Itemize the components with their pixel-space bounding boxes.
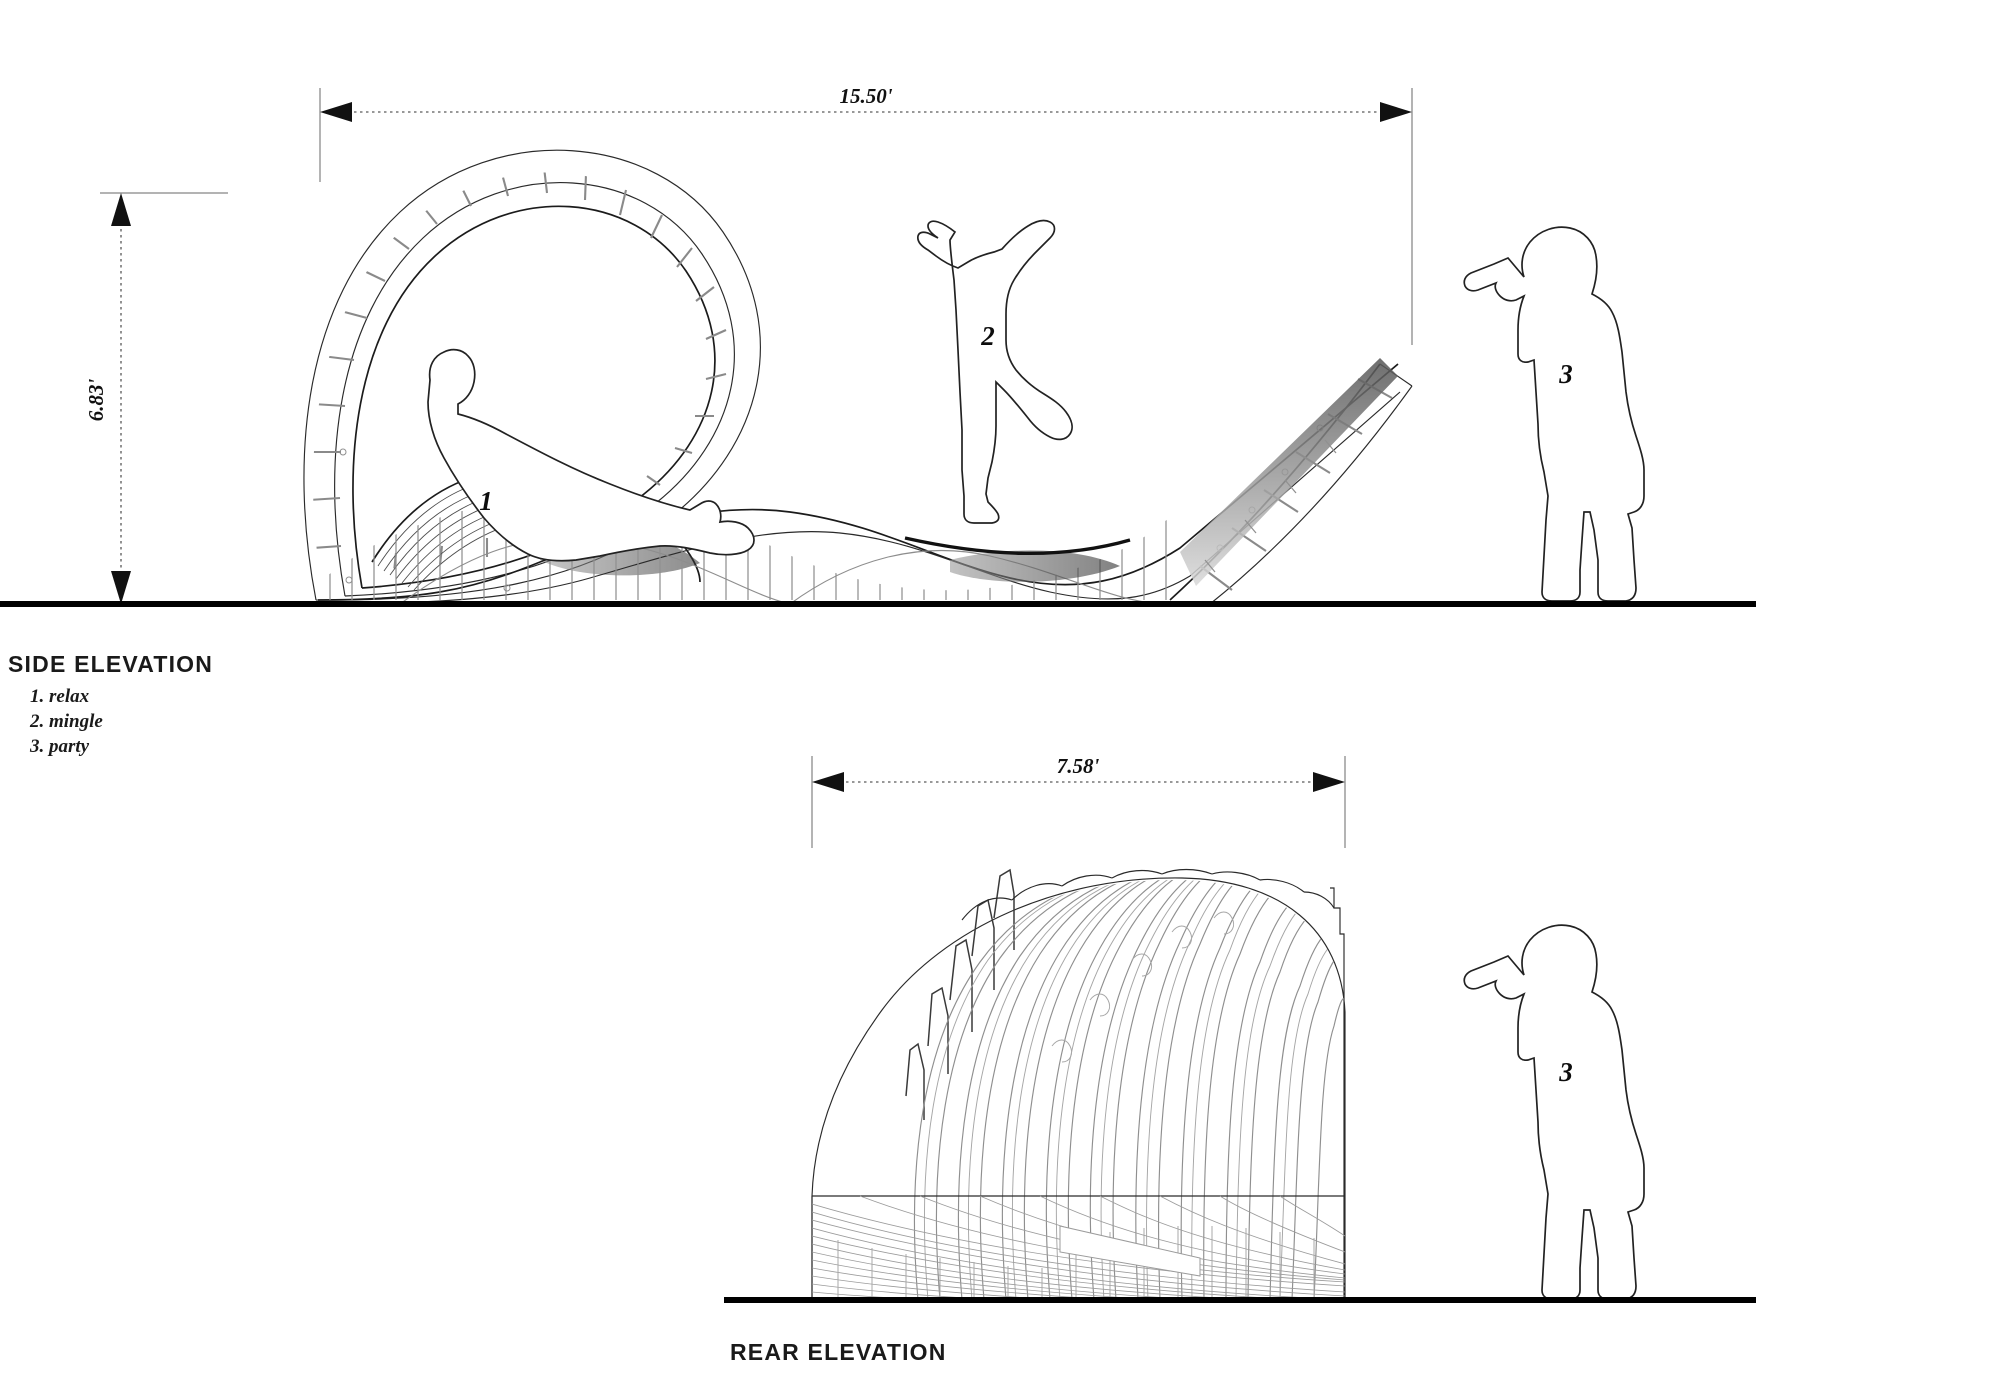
rear-elevation-title: REAR ELEVATION: [730, 1339, 947, 1365]
figure-label-3-side: 3: [1558, 359, 1573, 389]
figure-label-2: 2: [980, 321, 995, 351]
figure-relax: 1: [427, 348, 755, 562]
dimension-width-label: 7.58': [1057, 754, 1100, 778]
legend-item-1: 1. relax: [30, 686, 90, 707]
legend-item-2: 2. mingle: [29, 711, 103, 732]
rear-ribs: [913, 879, 1345, 1300]
rear-elevation-group: 7.58': [724, 754, 1756, 1365]
dimension-overall-length: 15.50': [319, 84, 1413, 345]
dimension-overall-height: 6.83': [84, 192, 228, 604]
side-elevation-title: SIDE ELEVATION: [8, 651, 213, 677]
figure-label-3-rear: 3: [1558, 1057, 1573, 1087]
figure-mingle: 2: [917, 219, 1073, 524]
figure-party-side: 3: [1463, 226, 1645, 602]
rear-base-block: [811, 1195, 1345, 1300]
rear-crown-scallops: [961, 868, 1335, 921]
side-elevation-group: 15.50' 6.83': [0, 84, 1756, 757]
figure-party-rear: 3: [1463, 924, 1645, 1300]
dimension-length-label: 15.50': [839, 84, 892, 108]
rear-rib-echoes: [923, 879, 1345, 1300]
legend-item-3: 3. party: [29, 736, 90, 757]
dimension-overall-width: 7.58': [811, 754, 1346, 848]
rear-rib-assembly: [811, 868, 1346, 1300]
rear-rib-connectors: [1051, 911, 1235, 1063]
ribbon-tail: [1169, 358, 1413, 605]
rear-right-steps: [1330, 887, 1345, 1300]
figure-label-1: 1: [479, 486, 493, 516]
dimension-height-label: 6.83': [84, 379, 108, 422]
